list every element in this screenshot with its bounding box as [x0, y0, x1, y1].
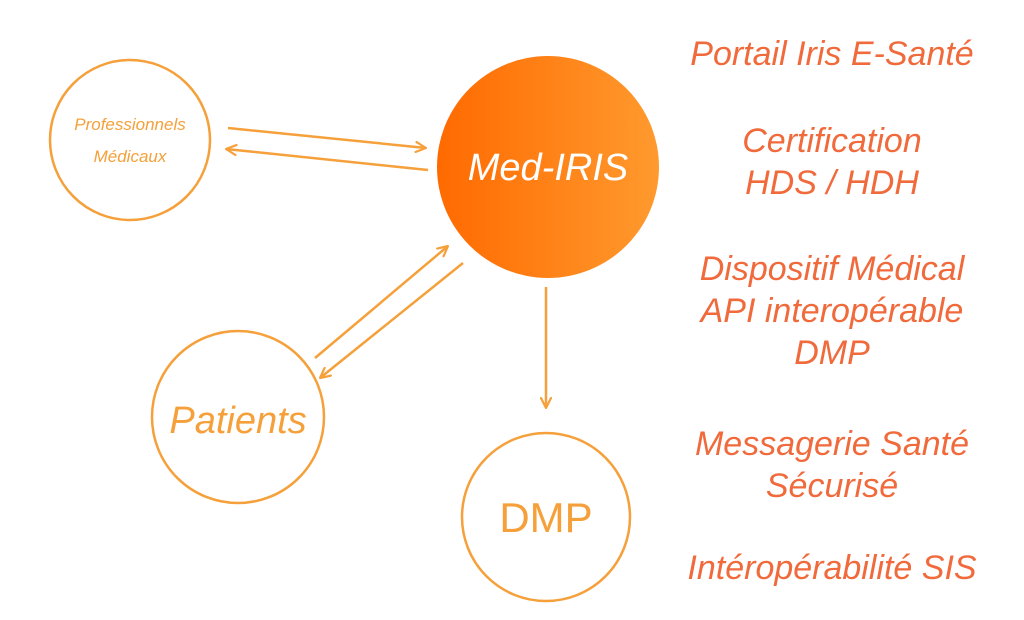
- feature-portail: Portail Iris E-Santé: [640, 33, 1024, 75]
- feature-dispositif-line2: API interopérable: [700, 292, 964, 330]
- arrow-med-iris-to-professionnels: [226, 149, 429, 172]
- feature-messagerie-line1: Messagerie Santé: [694, 425, 970, 463]
- feature-messagerie: Messagerie Santé Sécurisé: [640, 423, 1024, 507]
- node-patients-circle: [150, 329, 326, 505]
- feature-dispositif-line3: DMP: [794, 334, 870, 372]
- feature-interoperabilite: Intéropérabilité SIS: [640, 547, 1024, 589]
- feature-dispositif: Dispositif Médical API interopérable DMP: [640, 248, 1024, 374]
- feature-dispositif-line1: Dispositif Médical: [699, 250, 965, 288]
- arrow-patients-to-med-iris: [314, 246, 448, 359]
- node-patients-label: Patients: [169, 400, 306, 442]
- feature-certification-line2: HDS / HDH: [745, 164, 919, 202]
- feature-list: Portail Iris E-Santé Certification HDS /…: [640, 0, 1024, 620]
- node-med-iris: Med-IRIS: [437, 56, 659, 278]
- arrow-med-iris-to-patients: [320, 262, 464, 378]
- node-dmp-label: DMP: [499, 494, 592, 541]
- node-professionnels-line1: Professionnels: [74, 115, 186, 134]
- node-dmp-circle: [460, 431, 632, 603]
- node-professionnels-line2: Médicaux: [94, 147, 167, 166]
- feature-messagerie-line2: Sécurisé: [765, 467, 899, 505]
- node-professionnels-medicaux: Professionnels Médicaux: [48, 58, 212, 222]
- feature-interoperabilite-line1: Intéropérabilité SIS: [687, 549, 977, 587]
- feature-certification-line1: Certification: [742, 122, 922, 160]
- node-patients: Patients: [150, 329, 326, 505]
- node-med-iris-label: Med-IRIS: [468, 147, 628, 189]
- node-med-iris-circle: [437, 56, 659, 278]
- feature-portail-line1: Portail Iris E-Santé: [690, 35, 974, 73]
- node-professionnels-circle: [48, 58, 212, 222]
- node-dmp: DMP: [460, 431, 632, 603]
- arrow-professionnels-to-med-iris: [227, 126, 426, 148]
- feature-certification: Certification HDS / HDH: [640, 120, 1024, 204]
